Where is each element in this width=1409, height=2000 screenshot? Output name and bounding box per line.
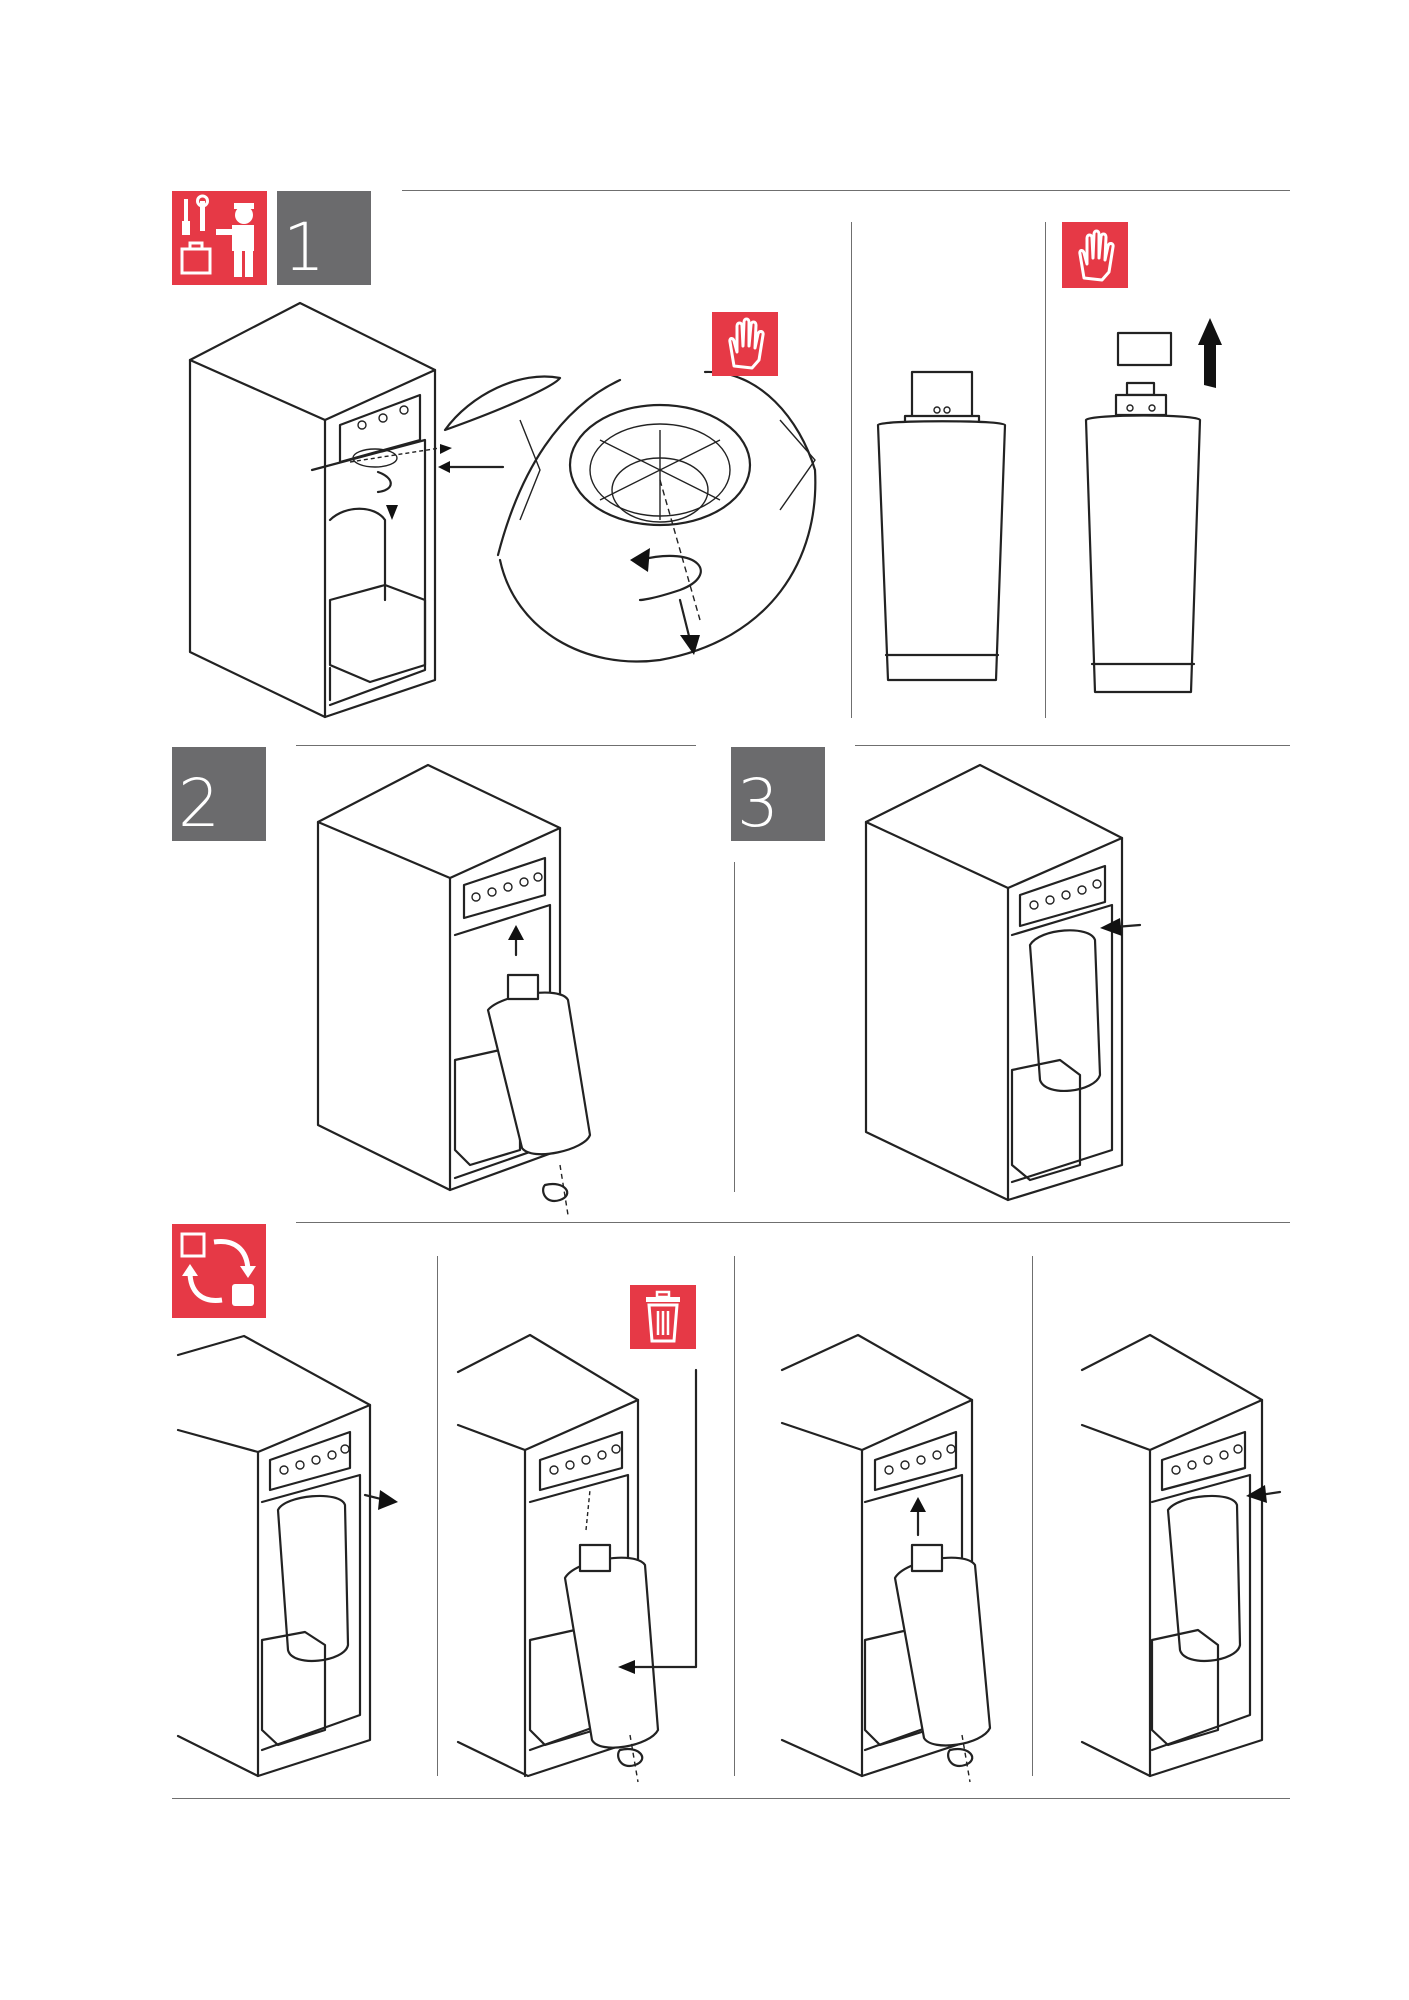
separator	[851, 222, 852, 718]
hand-stop-icon	[712, 312, 778, 376]
tools-worker-icon	[172, 191, 267, 285]
step-1-badge: 1	[277, 191, 371, 285]
divider	[172, 1798, 1290, 1799]
divider	[855, 745, 1290, 746]
separator	[437, 1256, 438, 1776]
replace-cycle-icon	[172, 1224, 266, 1318]
hand-stop-icon	[1062, 222, 1128, 288]
separator	[1032, 1256, 1033, 1776]
trash-icon	[630, 1285, 696, 1349]
separator	[734, 862, 735, 1192]
divider	[296, 1222, 1290, 1223]
divider	[296, 745, 696, 746]
step-3-badge: 3	[731, 747, 825, 841]
separator	[1045, 222, 1046, 718]
step-2-badge: 2	[172, 747, 266, 841]
step-number: 3	[737, 765, 779, 842]
separator	[734, 1256, 735, 1776]
step-number: 2	[178, 765, 220, 842]
step-number: 1	[283, 209, 325, 286]
divider	[402, 190, 1290, 191]
